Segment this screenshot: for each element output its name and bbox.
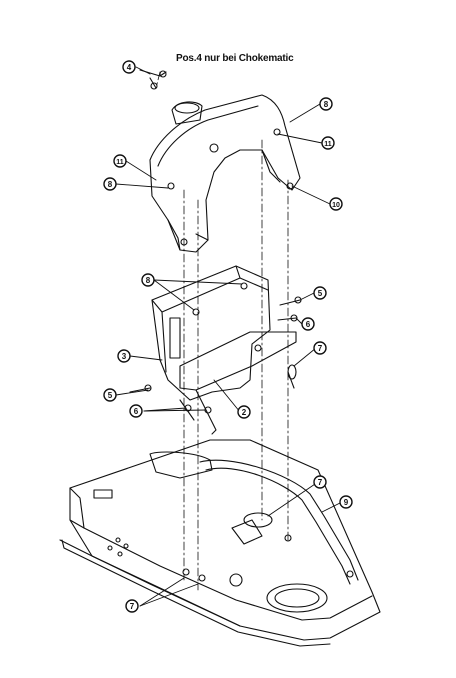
callout-number: 8 <box>146 276 151 285</box>
callout-number: 8 <box>108 180 113 189</box>
callout-circle <box>339 495 353 509</box>
callout-circle <box>313 286 327 300</box>
callout-circle <box>122 60 136 74</box>
diagram-note: Pos.4 nur bei Chokematic <box>176 53 294 64</box>
callout-c6-l: 6 <box>129 404 143 418</box>
callout-c2: 2 <box>237 405 251 419</box>
callout-circle <box>129 404 143 418</box>
upper-shroud <box>149 94 301 253</box>
callout-number: 3 <box>122 352 127 361</box>
leader-lines <box>115 66 343 607</box>
alignment-lines <box>155 71 289 591</box>
callout-number: 7 <box>318 478 323 487</box>
callout-layer: 4 8 11 11 8 10 8 5 6 3 7 5 6 2 7 9 7 <box>103 60 353 613</box>
callout-c8-mid: 8 <box>141 273 155 287</box>
callout-circle <box>103 177 117 191</box>
callout-circle <box>103 388 117 402</box>
callout-c10: 10 <box>329 197 343 211</box>
callout-c4: 4 <box>122 60 136 74</box>
callout-number: 5 <box>318 289 323 298</box>
callout-circle <box>313 341 327 355</box>
callout-circle <box>117 349 131 363</box>
callout-number: 6 <box>306 320 311 329</box>
callout-number: 9 <box>344 498 349 507</box>
callout-number: 10 <box>332 202 340 209</box>
callout-number: 5 <box>108 391 113 400</box>
callout-number: 11 <box>324 141 332 148</box>
callout-circle <box>125 599 139 613</box>
callout-c11-l: 11 <box>113 154 127 168</box>
callout-circle <box>113 154 127 168</box>
center-housing <box>151 265 297 435</box>
callout-c11-r: 11 <box>321 136 335 150</box>
callout-c6-r: 6 <box>301 317 315 331</box>
callout-c5-r: 5 <box>313 286 327 300</box>
base-frame <box>59 439 381 647</box>
callout-circle <box>141 273 155 287</box>
callout-number: 4 <box>127 63 132 72</box>
callout-circle <box>301 317 315 331</box>
callout-circle <box>319 97 333 111</box>
callout-number: 8 <box>324 100 329 109</box>
callout-number: 6 <box>134 407 139 416</box>
callout-c7-low: 7 <box>313 475 327 489</box>
bolts <box>129 296 302 393</box>
callout-c5-l: 5 <box>103 388 117 402</box>
callout-number: 11 <box>116 159 124 166</box>
callout-number: 2 <box>242 408 247 417</box>
callout-c3: 3 <box>117 349 131 363</box>
callout-circle <box>313 475 327 489</box>
callout-c9: 9 <box>339 495 353 509</box>
callout-number: 7 <box>318 344 323 353</box>
callout-circle <box>329 197 343 211</box>
choke-knob <box>139 69 167 90</box>
callout-c8-top: 8 <box>319 97 333 111</box>
callout-circle <box>321 136 335 150</box>
callout-c7-bot: 7 <box>125 599 139 613</box>
callout-c7-mid: 7 <box>313 341 327 355</box>
callout-number: 7 <box>130 602 135 611</box>
callout-circle <box>237 405 251 419</box>
callout-c8-l: 8 <box>103 177 117 191</box>
